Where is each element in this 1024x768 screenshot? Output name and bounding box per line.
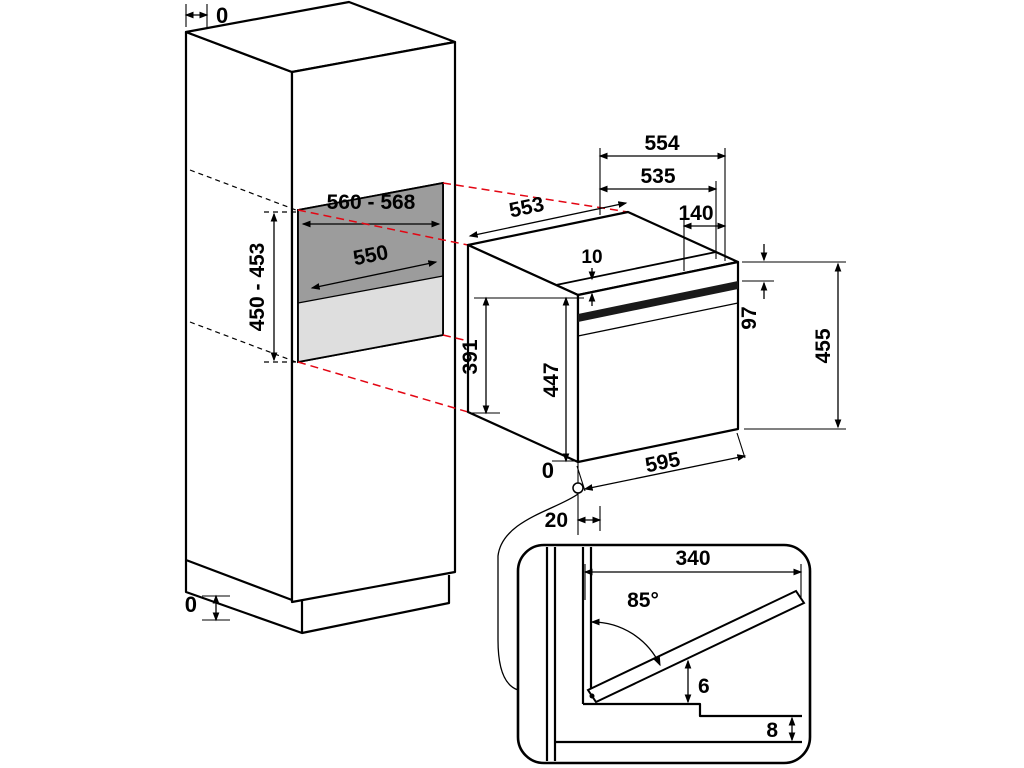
appliance-door-handle xyxy=(578,281,738,322)
detail-cavity-bottom xyxy=(583,702,802,718)
cabinet-unit xyxy=(184,0,457,635)
label-depth-side: 553 xyxy=(507,193,546,223)
label-niche-width: 560 - 568 xyxy=(327,191,416,214)
label-top-step: 10 xyxy=(581,247,602,268)
label-rear-height: 391 xyxy=(459,339,482,374)
label-cabinet-top-gap: 0 xyxy=(216,3,228,28)
label-front-height: 447 xyxy=(540,362,563,397)
label-flush: 0 xyxy=(542,458,554,483)
door-angle-arc xyxy=(590,618,661,667)
door-hinge-pivot xyxy=(589,693,595,699)
label-depth-overall: 554 xyxy=(644,132,679,155)
label-depth-body: 535 xyxy=(640,165,675,188)
label-gap-upper: 6 xyxy=(698,675,710,698)
label-width: 595 xyxy=(643,448,682,478)
label-door-depth: 340 xyxy=(675,547,710,570)
cabinet-dimensions: 0 560 - 568 450 - 453 550 0 xyxy=(184,3,441,622)
label-clearance: 20 xyxy=(545,509,568,532)
hidden-edge-lines xyxy=(189,169,297,363)
label-overall-height: 455 xyxy=(812,328,835,363)
label-panel-height: 97 xyxy=(738,306,761,329)
appliance-top-seam xyxy=(555,251,717,286)
label-gap-lower: 8 xyxy=(766,719,778,742)
cabinet-plinth xyxy=(184,560,451,635)
detail-inset: 85° 340 6 8 xyxy=(516,543,812,765)
appliance-panel-seam xyxy=(577,302,739,337)
detail-leader-line xyxy=(497,493,579,691)
label-niche-height: 450 - 453 xyxy=(246,243,269,332)
appliance-dimensions: 554 535 140 553 10 391 447 97 455 595 xyxy=(459,132,846,691)
label-depth-segment: 140 xyxy=(678,202,713,225)
niche-floor xyxy=(298,276,443,362)
cabinet-side-panel xyxy=(184,30,294,602)
label-cabinet-bottom-gap: 0 xyxy=(185,592,197,617)
reference-point-marker xyxy=(572,482,584,494)
appliance-unit xyxy=(466,210,740,464)
label-door-angle: 85° xyxy=(627,589,659,612)
